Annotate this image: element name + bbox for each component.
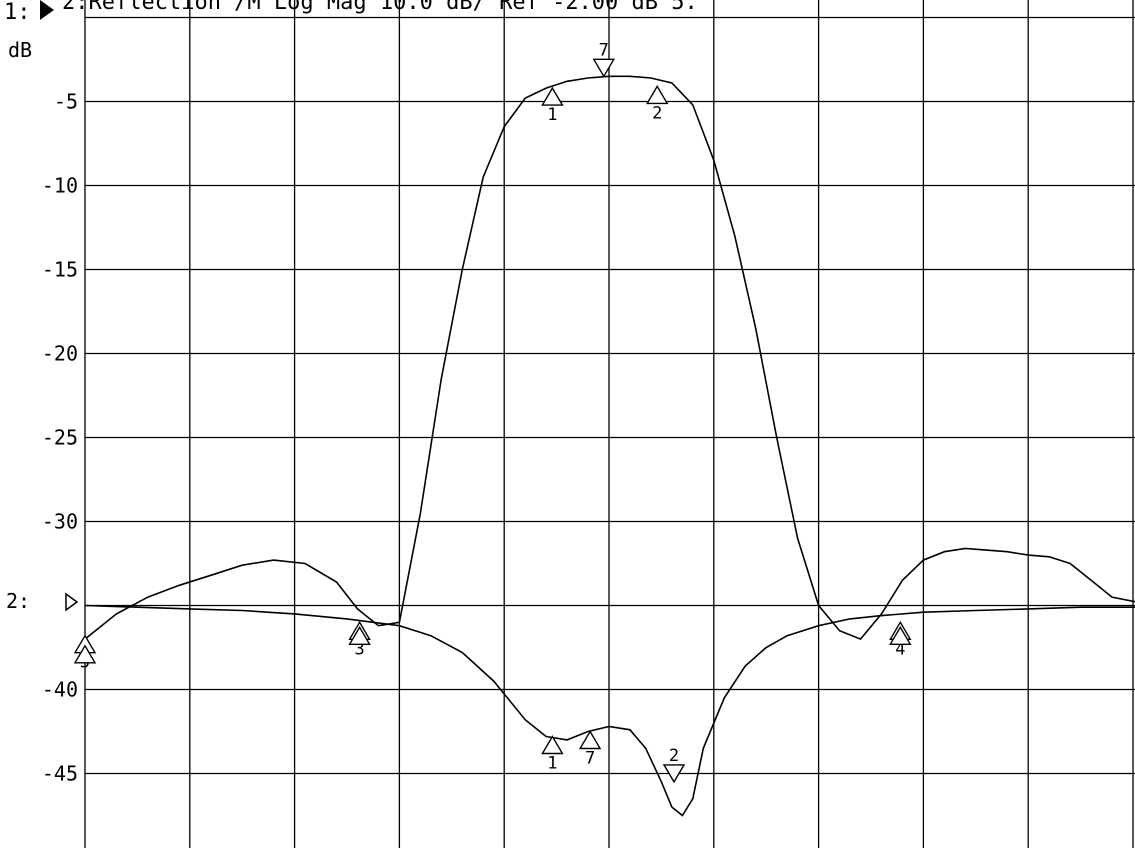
trace-1-marker-2-label: 2	[652, 103, 662, 123]
y-tick-label: -40	[42, 678, 78, 702]
trace2-reference-arrow-icon	[65, 592, 79, 612]
y-tick-labels: -5 -10 -15 -20 -25 -30 -40 -45	[42, 90, 78, 786]
edge-marker-5-symbol	[73, 644, 97, 664]
trace-2-marker-1-symbol	[541, 735, 564, 755]
y-tick-label: -20	[42, 342, 78, 366]
edge-marker-4-symbol	[889, 625, 912, 645]
trace-2-marker-2-label: 2	[669, 746, 679, 766]
y-tick-label: -10	[42, 174, 78, 198]
trace-2-line	[84, 604, 1135, 817]
reference-arrow-icon	[40, 0, 54, 20]
y-tick-label: -45	[42, 762, 78, 786]
y-tick-label: -15	[42, 258, 78, 282]
trace2-id-label: 2:	[6, 589, 30, 613]
trace-2-marker-2-symbol	[662, 764, 686, 784]
y-tick-label: -30	[42, 510, 78, 534]
trace-1-marker-1-label: 1	[547, 105, 557, 125]
edge-marker-3-symbol	[348, 625, 371, 645]
traces	[84, 75, 1135, 817]
trace-1-marker-1-symbol	[541, 86, 564, 106]
trace1-id-label: 1:	[4, 0, 31, 25]
trace-1-marker-3-label: 3	[354, 639, 364, 659]
y-tick-label: -25	[42, 426, 78, 450]
trace-1-marker-4-label: 4	[895, 639, 905, 659]
trace-info-text: 2:Reflection /M Log Mag 10.0 dB/ Ref -2.…	[62, 0, 698, 15]
trace-1-line	[84, 75, 1135, 641]
trace-2-marker-1-label: 1	[547, 754, 557, 774]
trace-1-marker-7-label: 7	[599, 40, 609, 60]
trace-1-marker-2-symbol	[645, 85, 669, 105]
y-unit-label: dB	[8, 38, 32, 62]
markers: 1234717256	[73, 40, 912, 784]
trace-2-marker-7-label: 7	[585, 749, 595, 769]
trace-2-marker-7-symbol	[578, 730, 602, 750]
trace-1-marker-7-symbol	[592, 58, 616, 78]
grid	[84, 0, 1135, 848]
y-tick-label: -5	[54, 90, 78, 114]
